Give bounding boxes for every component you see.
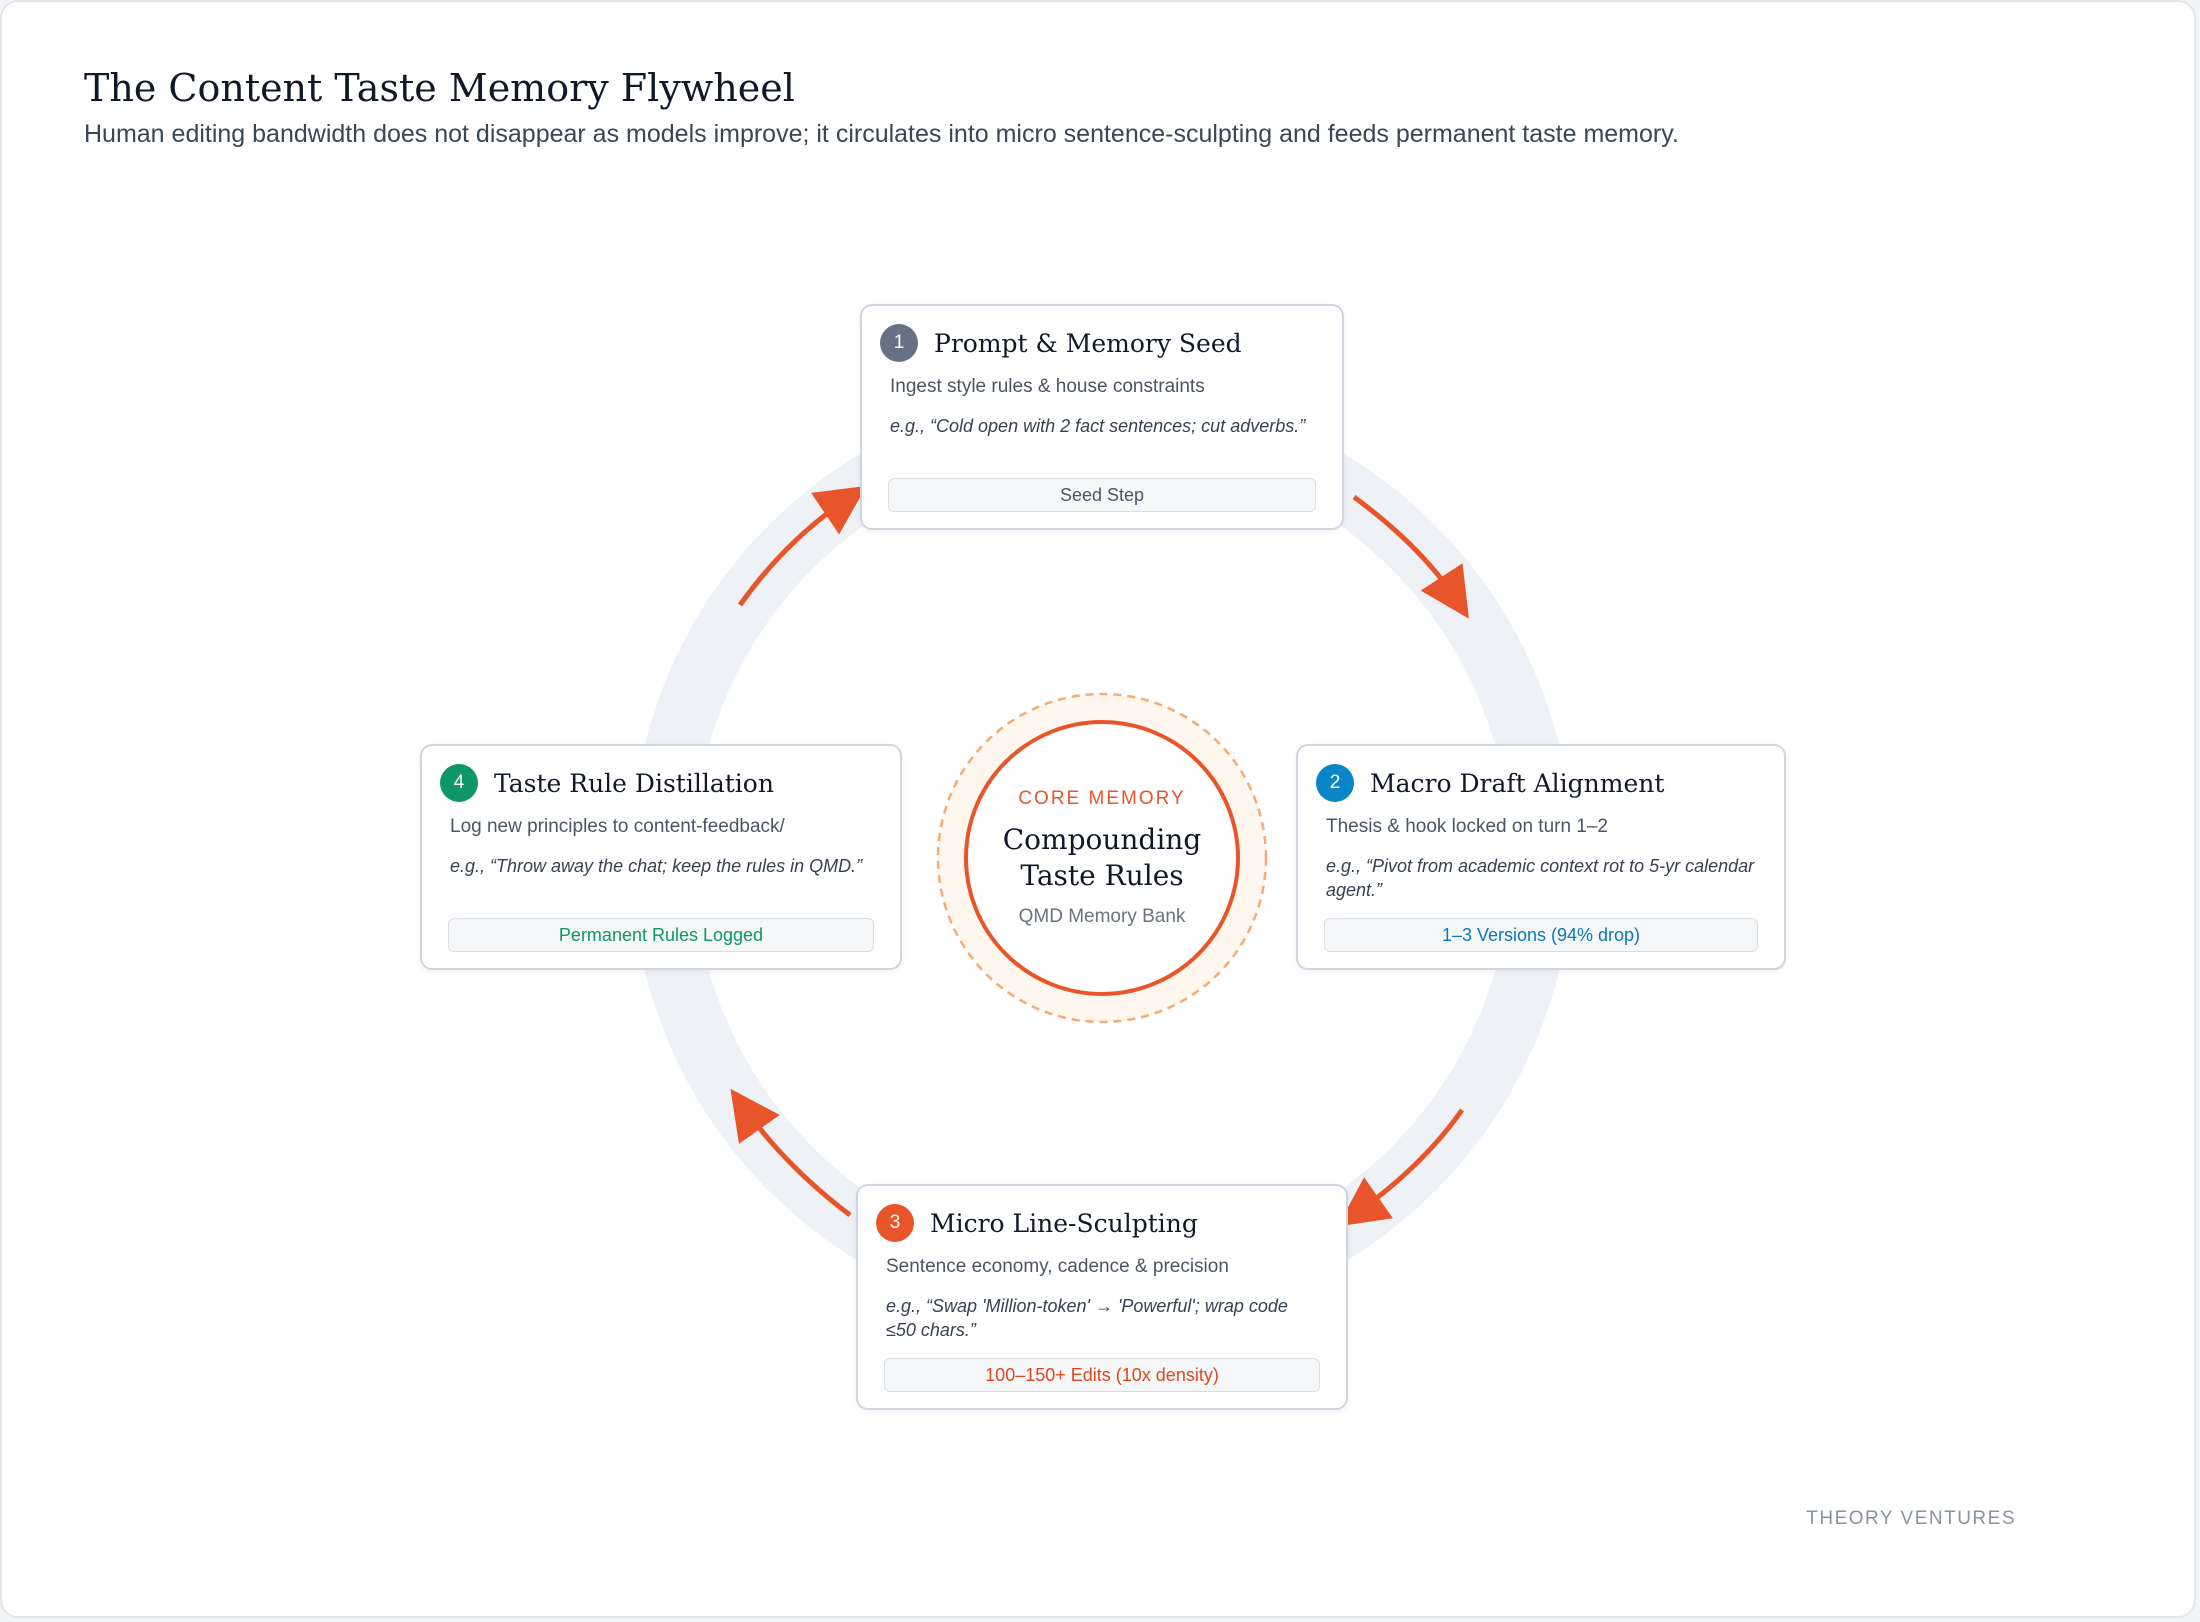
core-title-line2: Taste Rules [1020,859,1184,892]
step-header: 4 Taste Rule Distillation [440,764,774,802]
step-number-badge: 2 [1316,764,1354,802]
curved-arrow-icon [730,1088,852,1217]
step-example: e.g., “Throw away the chat; keep the rul… [450,856,863,876]
step-title: Taste Rule Distillation [494,768,774,798]
step-title: Prompt & Memory Seed [934,328,1242,358]
step-tag: Permanent Rules Logged [448,918,874,952]
curved-arrow-icon [737,485,867,607]
curved-arrow-icon [1337,1108,1465,1227]
brand-wordmark: THEORY VENTURES [1806,1508,2016,1529]
step-tag: Seed Step [888,478,1316,512]
step-title: Micro Line-Sculpting [930,1208,1198,1238]
step-number-badge: 1 [880,324,918,362]
page-subtitle: Human editing bandwidth does not disappe… [84,120,1679,148]
step-card-taste-rule-distillation: 4 Taste Rule Distillation Log new princi… [420,744,902,970]
page-title: The Content Taste Memory Flywheel [84,66,795,110]
step-tag: 1–3 Versions (94% drop) [1324,918,1758,952]
step-header: 1 Prompt & Memory Seed [880,324,1242,362]
curved-arrow-icon [1352,494,1469,619]
core-circle [964,720,1240,996]
step-header: 3 Micro Line-Sculpting [876,1204,1198,1242]
core-subtitle: QMD Memory Bank [1018,906,1186,927]
step-example: e.g., “Swap 'Million-token' → 'Powerful'… [886,1296,1288,1340]
step-description: Log new principles to content-feedback/ [450,816,785,837]
core-label: CORE MEMORY [1018,788,1186,809]
step-description: Sentence economy, cadence & precision [886,1256,1229,1277]
core-memory-hub: CORE MEMORY Compounding Taste Rules QMD … [962,718,1242,998]
step-header: 2 Macro Draft Alignment [1316,764,1664,802]
step-description: Ingest style rules & house constraints [890,376,1205,397]
core-title-line1: Compounding [1002,823,1202,856]
step-number-badge: 4 [440,764,478,802]
step-tag: 100–150+ Edits (10x density) [884,1358,1320,1392]
step-example: e.g., “Pivot from academic context rot t… [1326,856,1755,900]
step-example: e.g., “Cold open with 2 fact sentences; … [890,416,1306,436]
step-number-badge: 3 [876,1204,914,1242]
step-description: Thesis & hook locked on turn 1–2 [1326,816,1609,837]
step-title: Macro Draft Alignment [1370,768,1665,798]
step-card-micro-line-sculpting: 3 Micro Line-Sculpting Sentence economy,… [856,1184,1348,1410]
step-card-prompt-memory-seed: 1 Prompt & Memory Seed Ingest style rule… [860,304,1344,530]
step-card-macro-draft-alignment: 2 Macro Draft Alignment Thesis & hook lo… [1296,744,1786,970]
